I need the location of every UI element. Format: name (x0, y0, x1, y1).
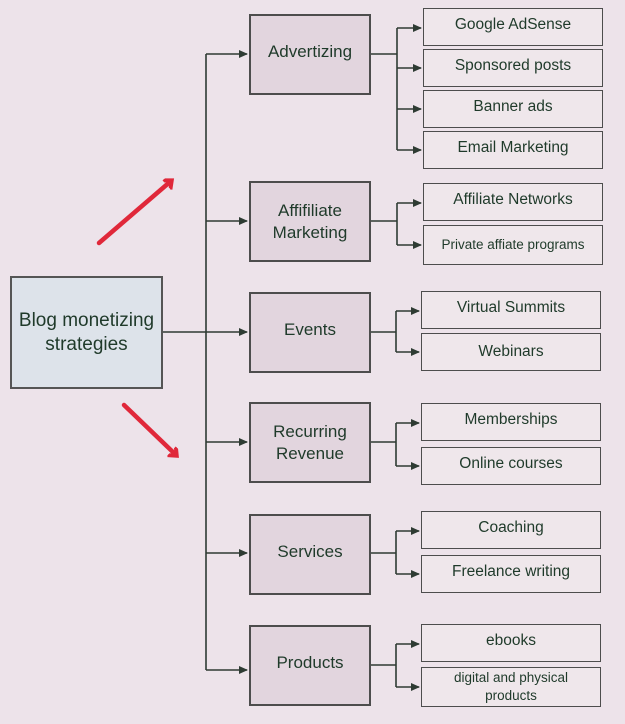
leaf-item: Banner ads (423, 90, 603, 128)
category-label: Events (284, 319, 336, 339)
red-arrow-up-icon (96, 181, 171, 246)
category-label: Recurring Revenue (273, 422, 347, 463)
leaf-label: Sponsored posts (454, 57, 572, 75)
leaf-label: Google AdSense (454, 16, 572, 34)
leaf-item: Coaching (421, 511, 601, 549)
category-label: Advertizing (267, 41, 353, 61)
category-advertizing: Advertizing (249, 14, 371, 95)
leaf-label: Freelance writing (451, 563, 571, 581)
red-arrow-down-icon (121, 402, 176, 455)
leaf-label: Banner ads (473, 98, 553, 116)
leaf-item: Memberships (421, 403, 601, 441)
leaf-label: Email Marketing (457, 139, 569, 157)
category-recurring-revenue: Recurring Revenue (249, 402, 371, 483)
category-services: Services (249, 514, 371, 595)
leaf-item: ebooks (421, 624, 601, 662)
leaf-label: Coaching (478, 519, 544, 537)
leaf-item: digital and physical products (421, 667, 601, 707)
leaf-label: ebooks (486, 632, 536, 650)
leaf-item: Freelance writing (421, 555, 601, 593)
leaf-item: Affiliate Networks (423, 183, 603, 221)
leaf-label: Memberships (464, 411, 558, 429)
category-label: Affifiliate Marketing (272, 201, 348, 242)
category-events: Events (249, 292, 371, 373)
leaf-label: Virtual Summits (456, 299, 566, 317)
leaf-item: Online courses (421, 447, 601, 485)
leaf-item: Virtual Summits (421, 291, 601, 329)
leaf-label: Private affiate programs (441, 236, 585, 252)
leaf-label: digital and physical products (453, 670, 569, 703)
category-label: Services (277, 541, 343, 561)
leaf-item: Google AdSense (423, 8, 603, 46)
leaf-item: Sponsored posts (423, 49, 603, 87)
leaf-label: Affiliate Networks (453, 191, 573, 209)
leaf-item: Private affiate programs (423, 225, 603, 265)
category-products: Products (249, 625, 371, 706)
category-label: Products (276, 652, 344, 672)
root-node: Blog monetizing strategies (10, 276, 163, 389)
leaf-item: Webinars (421, 333, 601, 371)
root-label: Blog monetizing strategies (18, 309, 155, 355)
leaf-item: Email Marketing (423, 131, 603, 169)
leaf-label: Webinars (478, 343, 544, 361)
leaf-label: Online courses (459, 455, 563, 473)
category-affiliate-marketing: Affifiliate Marketing (249, 181, 371, 262)
